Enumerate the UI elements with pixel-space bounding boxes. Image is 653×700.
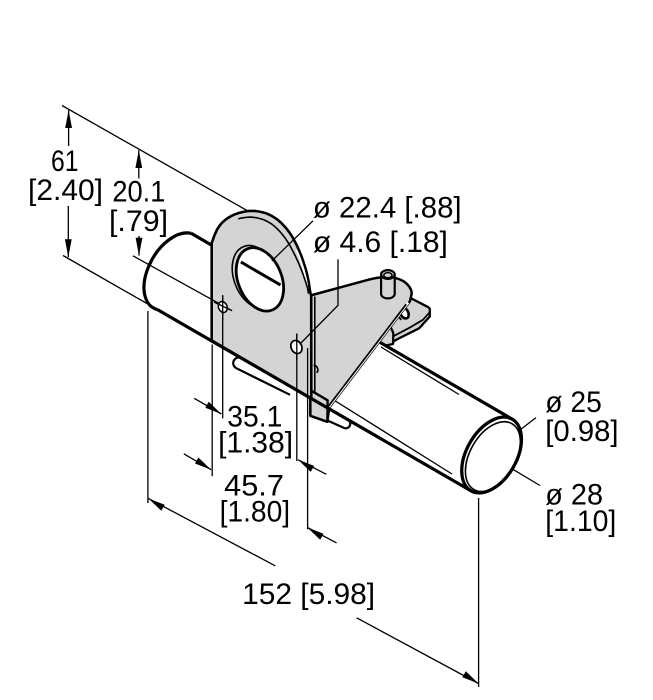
svg-text:61: 61 xyxy=(51,145,79,178)
svg-text:ø 22.4 [.88]: ø 22.4 [.88] xyxy=(313,192,462,225)
svg-text:[1.80]: [1.80] xyxy=(220,496,291,529)
svg-text:[.79]: [.79] xyxy=(109,205,168,238)
svg-text:35.1: 35.1 xyxy=(227,401,282,434)
svg-text:[1.10]: [1.10] xyxy=(545,505,616,538)
svg-text:20.1: 20.1 xyxy=(112,176,165,209)
svg-text:ø 25: ø 25 xyxy=(545,386,602,419)
svg-text:ø 4.6 [.18]: ø 4.6 [.18] xyxy=(313,226,448,259)
svg-text:ø 28: ø 28 xyxy=(545,479,603,512)
svg-text:[2.40]: [2.40] xyxy=(28,174,103,207)
svg-text:[0.98]: [0.98] xyxy=(545,415,618,448)
svg-text:152 [5.98]: 152 [5.98] xyxy=(242,578,375,611)
svg-text:[1.38]: [1.38] xyxy=(218,427,293,460)
svg-text:45.7: 45.7 xyxy=(224,470,284,503)
